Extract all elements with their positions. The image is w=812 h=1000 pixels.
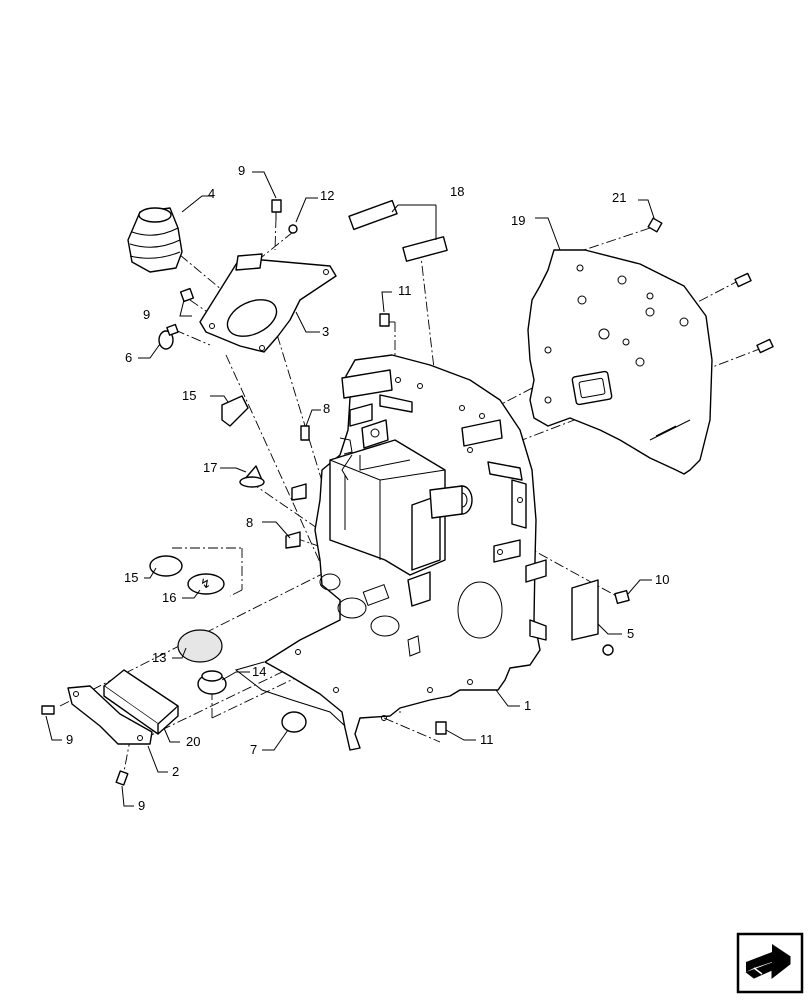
callout-14: 14 — [252, 664, 266, 679]
callout-8: 8 — [323, 401, 330, 416]
callout-10: 10 — [655, 572, 669, 587]
callout-17: 17 — [203, 460, 217, 475]
bolt-9-left — [179, 287, 195, 303]
side-cover-part-19 — [527, 249, 713, 475]
washer-12 — [288, 224, 298, 234]
leader-lines — [45, 171, 655, 807]
callout-21: 21 — [612, 190, 626, 205]
callout-16: 16 — [162, 590, 176, 605]
cap-16 — [187, 573, 225, 595]
callout-8: 8 — [246, 515, 253, 530]
hardware: ↯ — [41, 199, 774, 786]
next-page-arrow-icon[interactable] — [736, 932, 804, 994]
callout-15: 15 — [124, 570, 138, 585]
callout-2: 2 — [172, 764, 179, 779]
plate-part-3 — [199, 253, 337, 353]
pin-18-b — [402, 236, 448, 262]
callout-9: 9 — [138, 798, 145, 813]
callout-18: 18 — [450, 184, 464, 199]
cap-15-bottom — [149, 555, 183, 577]
bolt-10 — [614, 589, 630, 605]
cap-13 — [177, 629, 223, 663]
main-frame-part-1 — [234, 354, 547, 751]
bolt-9-top — [271, 199, 282, 213]
callout-1: 1 — [524, 698, 531, 713]
callout-4: 4 — [208, 186, 215, 201]
bolt-11-top — [379, 313, 390, 327]
callout-11: 11 — [480, 732, 494, 747]
callout-20: 20 — [186, 734, 200, 749]
bracket-5 — [571, 579, 599, 641]
callout-19: 19 — [511, 213, 525, 228]
boot-part-4 — [127, 207, 183, 273]
clip-8-top — [300, 425, 310, 441]
bolt-9-bottom — [115, 770, 129, 786]
callout-9: 9 — [66, 732, 73, 747]
bolt-19-b — [756, 338, 774, 354]
callout-15: 15 — [182, 388, 196, 403]
bolt-11-bottom — [435, 721, 447, 735]
callout-9: 9 — [238, 163, 245, 178]
callout-9: 9 — [143, 307, 150, 322]
callout-5: 5 — [627, 626, 634, 641]
callout-12: 12 — [320, 188, 334, 203]
callout-7: 7 — [250, 742, 257, 757]
callout-11: 11 — [398, 283, 412, 298]
grommet-15-top — [221, 395, 249, 427]
bracket-2 — [67, 685, 153, 745]
plug-7 — [281, 711, 307, 733]
callout-labels: 4 9 12 9 6 3 11 18 19 21 8 15 17 8 15 16… — [66, 163, 669, 813]
pin-18-a — [348, 199, 398, 231]
bolt-19-a — [734, 272, 752, 288]
bolt-9-bottom-left — [41, 705, 55, 715]
svg-text:↯: ↯ — [200, 576, 211, 591]
callout-6: 6 — [125, 350, 132, 365]
frame-holes — [295, 377, 523, 721]
callout-13: 13 — [152, 650, 166, 665]
bolt-21 — [647, 217, 663, 233]
callout-3: 3 — [322, 324, 329, 339]
